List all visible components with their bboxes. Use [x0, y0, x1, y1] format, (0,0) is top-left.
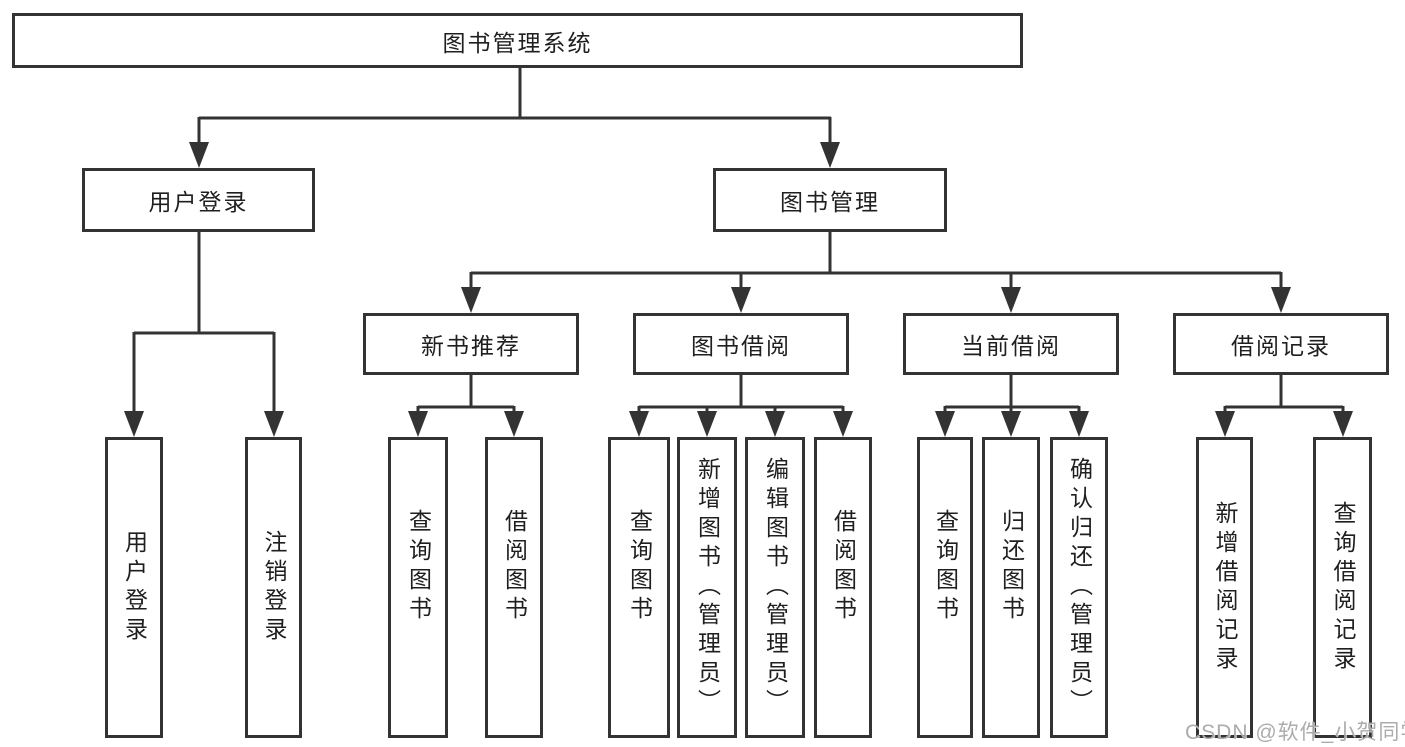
arrowhead — [935, 411, 955, 437]
leaf-edit-book-admin: 编辑图书（管理员） — [745, 437, 805, 738]
arrowhead — [1271, 287, 1291, 313]
leaf-query-book-3: 查询图书 — [917, 437, 973, 738]
arrowhead — [833, 411, 853, 437]
arrowhead — [264, 411, 284, 437]
connector-root-to-level2 — [189, 68, 840, 168]
leaf-label: 查询借阅记录 — [1330, 500, 1356, 675]
node-label: 图书借阅 — [691, 333, 791, 359]
leaf-label: 编辑图书（管理员） — [762, 457, 789, 718]
leaf-query-borrow-record: 查询借阅记录 — [1313, 437, 1372, 738]
arrowhead — [765, 411, 785, 437]
leaf-add-borrow-record: 新增借阅记录 — [1196, 437, 1253, 738]
leaf-confirm-return-admin: 确认归还（管理员） — [1050, 437, 1108, 738]
arrowhead — [504, 411, 524, 437]
connector-new-book-branch — [408, 375, 524, 437]
leaf-label: 注销登录 — [261, 529, 287, 646]
arrowhead — [1001, 287, 1021, 313]
leaf-label: 新增图书（管理员） — [694, 457, 721, 718]
leaf-label: 借阅图书 — [501, 508, 528, 625]
connector-user-login-branch — [124, 232, 284, 437]
arrowhead — [629, 411, 649, 437]
node-root-system: 图书管理系统 — [12, 13, 1023, 68]
arrowhead — [124, 411, 144, 437]
leaf-label: 确认归还（管理员） — [1066, 457, 1093, 718]
connector-current-borrow-branch — [935, 375, 1089, 437]
arrowhead — [731, 287, 751, 313]
csdn-watermark: CSDN @软件_小贺同学 — [1185, 721, 1405, 744]
arrowhead — [697, 411, 717, 437]
node-new-book-recommend: 新书推荐 — [363, 313, 579, 375]
leaf-label: 查询图书 — [405, 508, 432, 625]
leaf-borrow-book-1: 借阅图书 — [485, 437, 543, 738]
leaf-query-book-2: 查询图书 — [608, 437, 670, 738]
leaf-query-book-1: 查询图书 — [388, 437, 448, 738]
node-label: 图书管理系统 — [442, 29, 593, 56]
arrowhead — [189, 142, 209, 168]
node-user-login: 用户登录 — [82, 168, 315, 232]
leaf-borrow-book-2: 借阅图书 — [814, 437, 872, 738]
node-label: 图书管理 — [780, 189, 880, 215]
node-book-borrow: 图书借阅 — [633, 313, 849, 375]
connector-borrow-record-branch — [1215, 375, 1353, 437]
node-book-management: 图书管理 — [713, 168, 947, 232]
node-label: 用户登录 — [148, 189, 249, 215]
leaf-user-login: 用户登录 — [105, 437, 163, 738]
connector-book-management-branch — [461, 232, 1291, 313]
node-borrow-record: 借阅记录 — [1173, 313, 1389, 375]
arrowhead — [461, 287, 481, 313]
node-label: 新书推荐 — [421, 333, 521, 359]
leaf-label: 查询图书 — [626, 508, 653, 625]
leaf-label: 查询图书 — [932, 508, 959, 625]
leaf-label: 新增借阅记录 — [1212, 500, 1238, 675]
node-current-borrow: 当前借阅 — [903, 313, 1119, 375]
leaf-add-book-admin: 新增图书（管理员） — [677, 437, 737, 738]
node-label: 当前借阅 — [961, 333, 1061, 359]
arrowhead — [1001, 411, 1021, 437]
leaf-logout: 注销登录 — [245, 437, 302, 738]
node-label: 借阅记录 — [1231, 333, 1331, 359]
arrowhead — [408, 411, 428, 437]
leaf-label: 归还图书 — [998, 508, 1025, 625]
leaf-label: 用户登录 — [121, 529, 148, 646]
arrowhead — [1069, 411, 1089, 437]
arrowhead — [1215, 411, 1235, 437]
leaf-return-book: 归还图书 — [982, 437, 1040, 738]
arrowhead — [1333, 411, 1353, 437]
arrowhead — [820, 142, 840, 168]
connector-book-borrow-branch — [629, 375, 853, 437]
leaf-label: 借阅图书 — [830, 508, 857, 625]
